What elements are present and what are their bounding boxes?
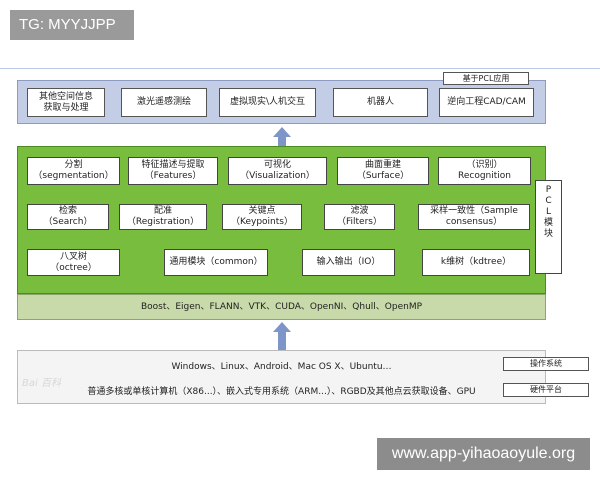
module-line2: （octree） bbox=[50, 262, 97, 273]
module-line1: 通用模块（common） bbox=[169, 257, 263, 267]
up-arrow-head-top bbox=[273, 127, 291, 137]
up-arrow-shaft-bottom bbox=[278, 332, 286, 350]
module-visualization: 可视化 （Visualization） bbox=[228, 157, 327, 185]
app-box-spatial-info: 其他空间信息 获取与处理 bbox=[27, 88, 105, 117]
operating-system-tag: 操作系统 bbox=[503, 357, 589, 371]
module-filters: 滤波 （Filters） bbox=[324, 204, 395, 230]
hardware-platforms-list: 普通多核或单核计算机（X86...）、嵌入式专用系统（ARM...）、RGBD及… bbox=[87, 387, 476, 397]
module-registration: 配准 （Registration） bbox=[119, 204, 207, 230]
module-surface: 曲面重建 （Surface） bbox=[337, 157, 429, 185]
site-watermark: www.app-yihaoaoyule.org bbox=[377, 438, 590, 470]
side-char: C bbox=[545, 196, 552, 206]
side-char: L bbox=[545, 207, 551, 217]
app-box-robot: 机器人 bbox=[333, 88, 428, 117]
module-segmentation: 分割 （segmentation） bbox=[27, 157, 120, 185]
app-box-label: 虚拟现实\人机交互 bbox=[229, 97, 306, 107]
module-line1: 滤波 bbox=[350, 206, 369, 216]
app-box-line1: 其他空间信息 bbox=[38, 91, 93, 102]
app-box-label: 机器人 bbox=[366, 97, 394, 107]
baike-logo: Bai 百科 bbox=[22, 378, 61, 389]
module-line2: （Search） bbox=[43, 217, 93, 227]
operating-systems-list: Windows、Linux、Android、Mac OS X、Ubuntu… bbox=[171, 362, 392, 372]
module-line2: （Features） bbox=[144, 171, 202, 181]
watermark-label: TG: MYYJJPP bbox=[10, 10, 134, 40]
module-line2: （Visualization） bbox=[240, 171, 315, 181]
app-box-virtual-reality: 虚拟现实\人机交互 bbox=[219, 88, 316, 117]
third-party-dependencies: Boost、Eigen、FLANN、VTK、CUDA、OpenNI、Qhull、… bbox=[17, 294, 546, 320]
module-keypoints: 关键点 （Keypoints） bbox=[222, 204, 302, 230]
module-line1: 特征描述与提取 bbox=[141, 160, 205, 170]
module-line2: （Surface） bbox=[356, 171, 410, 181]
app-box-label: 激光遥感测绘 bbox=[136, 97, 191, 107]
module-line1: 采样一致性（Sample bbox=[430, 206, 518, 216]
module-line2: （Keypoints） bbox=[231, 217, 293, 227]
module-line1: k维树（kdtree） bbox=[440, 257, 512, 267]
module-line2: （Registration） bbox=[126, 217, 200, 227]
module-kdtree: k维树（kdtree） bbox=[422, 249, 530, 276]
module-line2: （Filters） bbox=[337, 217, 382, 227]
module-line1: （识别） bbox=[466, 160, 503, 170]
module-line1: 可视化 bbox=[263, 160, 291, 170]
app-box-label: 逆向工程CAD/CAM bbox=[447, 97, 526, 107]
module-common: 通用模块（common） bbox=[164, 249, 268, 276]
application-layer-tag: 基于PCL应用 bbox=[443, 72, 529, 85]
module-sample-consensus: 采样一致性（Sample consensus） bbox=[418, 204, 530, 230]
module-line2: Recognition bbox=[458, 171, 511, 181]
module-line1: 关键点 bbox=[248, 206, 276, 216]
module-line2: （segmentation） bbox=[33, 171, 114, 181]
module-line1: 检索 bbox=[58, 206, 77, 216]
pcl-module-side-label: P C L 模 块 bbox=[535, 180, 562, 274]
up-arrow-shaft-top bbox=[278, 137, 286, 147]
app-box-line2: 获取与处理 bbox=[43, 102, 89, 113]
side-char: 块 bbox=[543, 229, 553, 239]
app-box-reverse-engineering: 逆向工程CAD/CAM bbox=[439, 88, 534, 117]
module-line1: 输入输出（IO） bbox=[316, 257, 381, 267]
hardware-platform-tag: 硬件平台 bbox=[503, 383, 589, 397]
divider-line bbox=[0, 68, 600, 69]
module-features: 特征描述与提取 （Features） bbox=[128, 157, 218, 185]
module-line1: 分割 bbox=[64, 160, 83, 170]
module-io: 输入输出（IO） bbox=[302, 249, 395, 276]
module-recognition: （识别） Recognition bbox=[438, 157, 531, 185]
app-box-laser-mapping: 激光遥感测绘 bbox=[121, 88, 207, 117]
module-line2: consensus） bbox=[445, 217, 503, 227]
module-line1: 曲面重建 bbox=[364, 160, 401, 170]
module-search: 检索 （Search） bbox=[27, 204, 109, 230]
platform-layer bbox=[17, 350, 546, 404]
side-char: P bbox=[545, 185, 552, 195]
module-octree: 八叉树 （octree） bbox=[27, 249, 120, 276]
module-line1: 配准 bbox=[153, 206, 172, 216]
module-line1: 八叉树 bbox=[59, 251, 87, 262]
up-arrow-head-bottom bbox=[273, 322, 291, 332]
side-char: 模 bbox=[543, 218, 553, 228]
